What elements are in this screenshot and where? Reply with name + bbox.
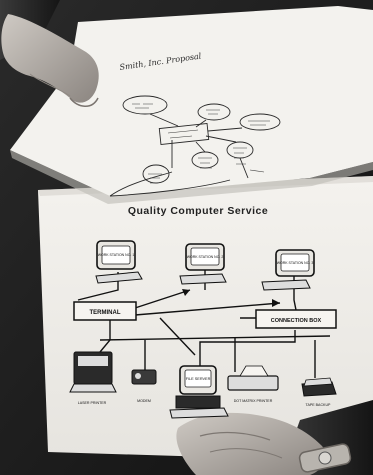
terminal-label: TERMINAL (90, 310, 121, 316)
connection-box-label: CONNECTION BOX (271, 318, 322, 324)
tape-backup-label: TAPE BACKUP (306, 403, 331, 407)
upper-hand (1, 14, 99, 107)
terminal-box: TERMINAL (73, 301, 137, 321)
modem: MODEM (131, 369, 157, 403)
tape-backup: TAPE BACKUP (301, 377, 337, 407)
work-station-1: WORK STATION NO. 1 (95, 240, 143, 284)
ws1-label: WORK STATION NO. 1 (98, 253, 135, 257)
work-station-2: WORK STATION NO. 2 (179, 243, 227, 285)
laser-printer-label: LASER PRINTER (78, 401, 107, 405)
lower-hand (176, 412, 326, 475)
sketch-sheet (10, 6, 373, 204)
work-station-3: WORK STATION NO. 3 (261, 249, 315, 291)
sketch-scribbles (132, 103, 270, 184)
file-server: FILE SERVER (169, 365, 229, 419)
connection-box: CONNECTION BOX (255, 309, 337, 329)
network-diagram: WORK STATION NO. 1 WORK STATION NO. 2 WO… (69, 240, 337, 419)
laser-printer: LASER PRINTER (69, 351, 117, 405)
ws3-label: WORK STATION NO. 3 (277, 261, 314, 265)
ws2-label: WORK STATION NO. 2 (187, 255, 224, 259)
modem-label: MODEM (137, 399, 151, 403)
file-server-label: FILE SERVER (186, 377, 211, 381)
dot-matrix-printer: DOT MATRIX PRINTER (227, 365, 279, 403)
printed-title: Quality Computer Service (127, 205, 269, 217)
sketch-diagram (109, 95, 281, 197)
wristwatch (298, 443, 352, 473)
dot-matrix-label: DOT MATRIX PRINTER (234, 399, 273, 403)
